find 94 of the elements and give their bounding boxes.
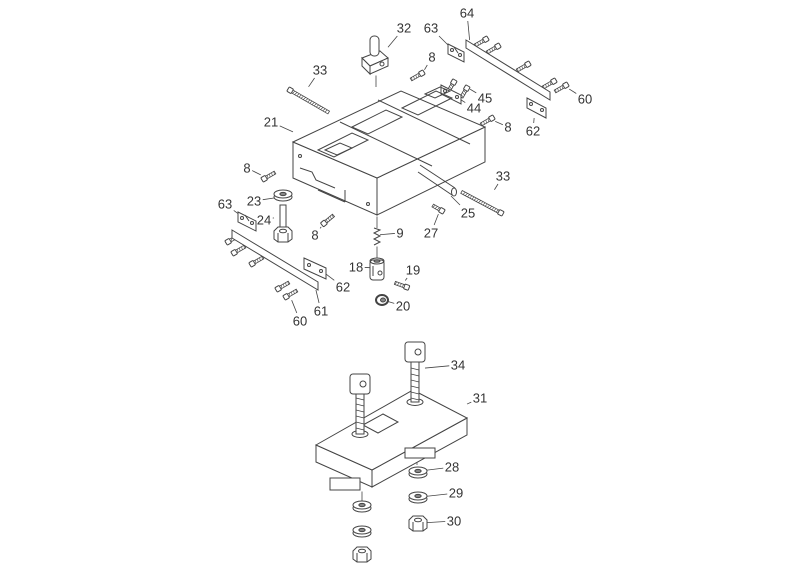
sleeve <box>370 258 384 280</box>
leader-line <box>233 210 238 214</box>
callout-number: 24 <box>256 214 272 226</box>
mounting-bar <box>466 39 550 101</box>
leader-line <box>426 468 444 471</box>
leader-line <box>426 494 448 497</box>
leader-line <box>568 88 577 94</box>
callout-number: 61 <box>314 304 328 318</box>
threaded-rod <box>460 190 505 217</box>
callout-number: 63 <box>218 198 232 210</box>
shaft <box>418 164 457 196</box>
bracket-plate <box>238 211 256 232</box>
callout-number: 45 <box>478 92 492 104</box>
callout-number: 62 <box>526 124 540 138</box>
leader-line <box>326 274 335 281</box>
callout-number: 63 <box>424 22 438 34</box>
callout-number: 20 <box>396 300 410 312</box>
washer <box>274 189 292 202</box>
leader-line <box>470 88 477 94</box>
washer <box>352 500 372 513</box>
callout-number: 60 <box>292 314 308 328</box>
callout-number: 18 <box>348 260 364 274</box>
bolt <box>274 204 292 242</box>
eye-bolt <box>350 374 370 434</box>
pin <box>394 280 410 291</box>
threaded-rod <box>286 86 330 114</box>
spring <box>372 228 382 246</box>
callout-number: 25 <box>460 206 476 220</box>
leader-line <box>376 216 378 228</box>
leader-line <box>460 99 466 103</box>
callout-number: 62 <box>336 280 350 294</box>
leader-line <box>450 196 460 206</box>
leader-line <box>316 290 320 304</box>
leader-line <box>404 278 408 281</box>
screw <box>410 69 426 82</box>
leader-line <box>424 365 450 368</box>
leader-line <box>376 246 378 258</box>
screw <box>282 288 298 301</box>
callout-number: 8 <box>428 50 436 64</box>
mounting-bar <box>232 229 318 291</box>
leader-line <box>364 267 370 268</box>
pin-block <box>361 36 389 76</box>
callout-number: 19 <box>406 264 420 276</box>
screw <box>320 214 336 228</box>
eye-bolt <box>404 342 426 402</box>
callout-number: 8 <box>311 228 319 242</box>
leader-line <box>320 226 322 229</box>
screw <box>260 170 276 183</box>
leader-line <box>494 184 498 190</box>
callout-number: 8 <box>504 120 512 134</box>
callout-number: 23 <box>246 194 262 208</box>
nut <box>352 546 372 562</box>
callout-number: 60 <box>578 92 592 106</box>
leader-line <box>252 170 262 176</box>
callout-number: 27 <box>424 226 438 240</box>
callout-number: 33 <box>496 170 510 182</box>
callout-number: 32 <box>396 22 412 34</box>
washer <box>408 466 428 479</box>
leader-line <box>388 36 398 48</box>
leader-line <box>434 214 439 226</box>
leader-line <box>262 198 274 200</box>
leader-line <box>380 233 396 236</box>
leader-line <box>424 64 428 70</box>
callout-number: 29 <box>448 486 464 500</box>
callout-number: 30 <box>446 514 462 528</box>
leader-line <box>533 118 535 124</box>
screw <box>554 81 570 94</box>
callout-number: 31 <box>472 392 488 404</box>
callout-number: 28 <box>444 460 460 474</box>
leader-line <box>291 300 298 314</box>
leader-line <box>426 521 446 523</box>
screw <box>480 114 496 126</box>
callout-number: 64 <box>460 6 474 20</box>
callout-number: 8 <box>243 162 251 174</box>
callout-number: 34 <box>450 358 466 372</box>
leader-line <box>494 120 504 126</box>
leader-line <box>308 78 315 88</box>
callout-number: 44 <box>466 102 482 114</box>
screw <box>431 204 446 215</box>
leader-line <box>279 126 294 132</box>
washer <box>408 491 428 504</box>
leader-line <box>438 36 448 46</box>
bracket-plate <box>448 43 464 63</box>
nut <box>408 516 428 532</box>
callout-number: 21 <box>264 116 278 128</box>
leader-line <box>388 301 395 304</box>
leader-line <box>466 402 472 404</box>
washer <box>352 525 372 538</box>
ring <box>375 294 389 306</box>
callout-number: 9 <box>396 226 404 240</box>
plate <box>304 257 326 280</box>
plate <box>526 97 546 119</box>
leader-line <box>467 20 470 40</box>
callout-number: 33 <box>312 64 328 76</box>
